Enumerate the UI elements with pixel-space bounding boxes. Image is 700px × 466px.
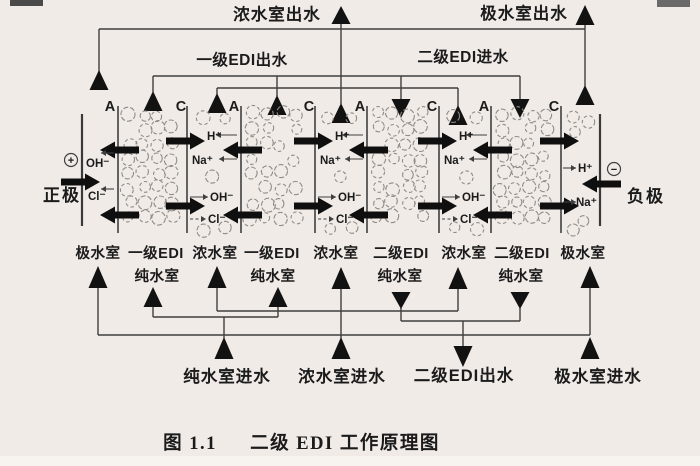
chamber-sublabel-pure2: 纯水室	[251, 267, 296, 285]
membrane-label-c3: C	[427, 99, 438, 115]
ion-label-oh-c2: OH⁻	[338, 192, 361, 204]
flow-arrows	[88, 5, 600, 367]
label-stage2-inlet: 二级EDI进水	[417, 47, 508, 66]
ion-label-na-c1: Na⁺	[192, 155, 213, 167]
ion-label-oh-c1: OH⁻	[210, 192, 233, 204]
ion-label-h-c3: H⁺	[459, 131, 473, 143]
anode-symbol: +	[68, 155, 74, 167]
label-concentrate-inlet: 浓水室进水	[298, 366, 386, 386]
chamber-sublabel-pure3: 纯水室	[378, 267, 423, 285]
label-stage1-outlet: 一级EDI出水	[196, 50, 287, 69]
chamber-label-stage2a: 二级EDI	[373, 244, 429, 262]
chamber-label-stage1a: 一级EDI	[128, 244, 184, 262]
membrane-label-a3: A	[355, 99, 366, 115]
ion-flow-arrows	[101, 132, 576, 222]
chamber-label-stage2b: 二级EDI	[494, 244, 550, 262]
scan-mark-left	[10, 0, 43, 6]
label-polar-outlet: 极水室出水	[480, 3, 568, 23]
chamber-sublabel-pure4: 纯水室	[499, 267, 544, 285]
anode-label: 正极	[43, 186, 81, 205]
cathode-symbol: −	[611, 164, 617, 176]
label-polar-inlet: 极水室进水	[554, 366, 642, 386]
ion-label-h-c1: H⁺	[207, 131, 221, 143]
ion-label-h-right: H⁺	[578, 163, 592, 175]
chamber-label-conc2: 浓水室	[314, 244, 359, 262]
scan-mark-right	[657, 0, 690, 7]
ion-label-oh-c3: OH⁻	[462, 192, 485, 204]
ion-label-na-c3: Na⁺	[444, 155, 465, 167]
scan-band-bottom	[0, 456, 700, 466]
anode-symbol-icon	[63, 152, 79, 168]
chamber-sublabel-pure1: 纯水室	[135, 267, 180, 285]
ion-label-h-c2: H⁺	[335, 131, 349, 143]
ion-migration-arrows	[61, 132, 621, 224]
chamber-label-stage1b: 一级EDI	[244, 244, 300, 262]
membrane-label-a1: A	[105, 99, 116, 115]
figure-caption-number: 图 1.1	[163, 433, 217, 454]
ion-label-na-right: Na⁺	[576, 197, 597, 209]
membrane-label-c1: C	[176, 99, 187, 115]
label-concentrate-outlet: 浓水室出水	[233, 4, 321, 24]
membrane-label-c4: C	[549, 99, 560, 115]
chamber-label-polar-right: 极水室	[561, 244, 606, 262]
ion-label-cl-c1: Cl⁻	[208, 214, 226, 226]
membrane-lines	[80, 106, 602, 233]
ion-label-cl-c3: Cl⁻	[460, 214, 478, 226]
figure-caption-title: 二级 EDI 工作原理图	[250, 432, 440, 454]
ion-label-cl-c2: Cl⁻	[336, 214, 354, 226]
ion-label-cl-left: Cl⁻	[88, 191, 106, 203]
ion-label-na-c2: Na⁺	[320, 155, 341, 167]
chamber-label-polar-left: 极水室	[76, 244, 121, 262]
label-stage2-outlet: 二级EDI出水	[414, 365, 515, 385]
label-pure-inlet: 纯水室进水	[183, 366, 271, 386]
ion-label-oh-left: OH⁻	[86, 158, 109, 170]
chamber-label-conc3: 浓水室	[442, 244, 487, 262]
chamber-label-conc1: 浓水室	[193, 244, 238, 262]
membrane-label-a2: A	[229, 99, 240, 115]
flow-piping	[97, 24, 591, 346]
cathode-label: 负极	[627, 186, 665, 206]
cathode-symbol-icon	[606, 161, 622, 177]
membrane-label-c2: C	[304, 99, 315, 115]
membrane-label-a4: A	[479, 99, 490, 115]
